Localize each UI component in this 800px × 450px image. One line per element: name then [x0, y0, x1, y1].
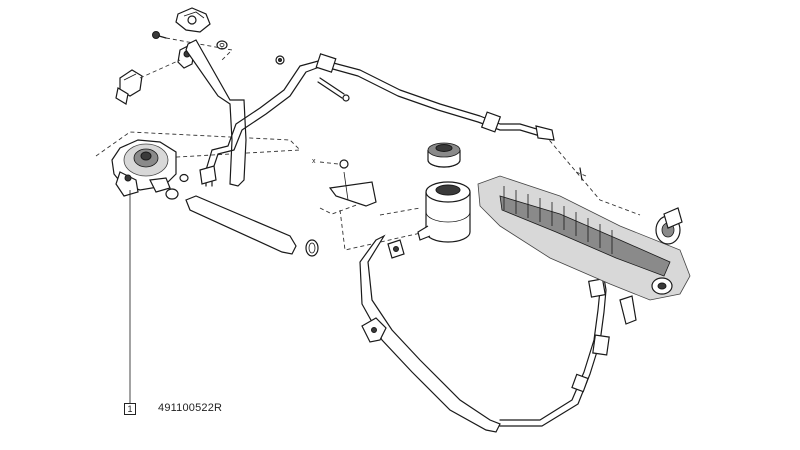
callout-leader	[124, 190, 131, 409]
power-steering-pump	[111, 139, 177, 197]
guide-switch	[139, 59, 181, 79]
marker-label: x	[312, 158, 316, 165]
pipe-support-bolt	[317, 77, 350, 102]
reservoir-cap	[427, 142, 461, 168]
rack-return-pipe	[499, 259, 601, 421]
guide-rack-line	[544, 134, 641, 216]
pump-inlet-hose	[185, 195, 297, 255]
hose-clamp-inlet	[305, 239, 319, 257]
top-union-fitting	[175, 7, 211, 33]
pipe-sleeve-1	[315, 53, 337, 73]
guide-top-fittings	[165, 37, 233, 61]
callout-number-box: 1	[124, 403, 136, 415]
pipe-end-fitting	[535, 125, 555, 141]
hose-bracket-lower	[361, 317, 387, 343]
guide-return	[379, 207, 421, 216]
return-hose-clip	[387, 239, 405, 259]
hose-clamp-pump	[165, 173, 189, 200]
pipe-sleeve-2	[480, 111, 502, 133]
guide-pump-frame	[95, 131, 302, 159]
pressure-switch	[115, 69, 143, 105]
guide-rack-fitting	[575, 171, 587, 177]
fluid-reservoir	[417, 181, 471, 243]
pump-pressure-hose	[185, 39, 247, 187]
pipe-bracket-clip	[199, 55, 285, 185]
reservoir-bracket	[328, 159, 377, 207]
lower-pipe-clip	[571, 278, 610, 393]
steering-rack	[477, 175, 691, 325]
part-number-label: 491100522R	[158, 402, 223, 414]
top-washer	[216, 40, 228, 50]
guide-reservoir	[339, 209, 426, 251]
top-screw	[152, 31, 167, 39]
